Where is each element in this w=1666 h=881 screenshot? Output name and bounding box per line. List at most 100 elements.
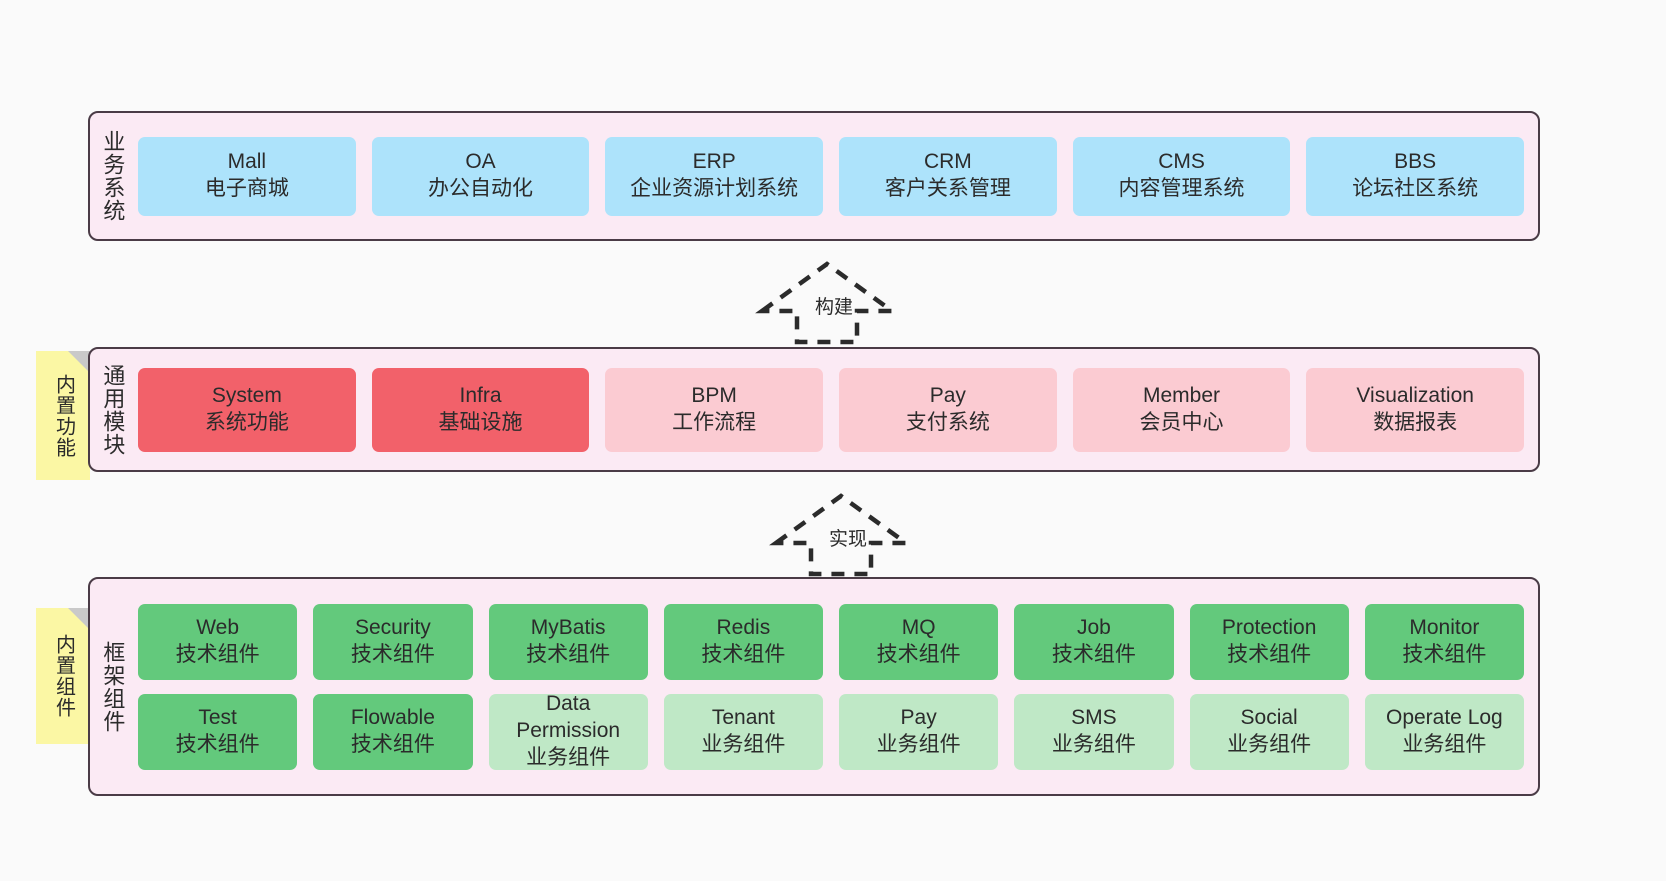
card-tenant[interactable]: Tenant 业务组件 xyxy=(663,693,823,770)
card-operate-log-cn: 业务组件 xyxy=(1402,732,1487,756)
implement-arrow xyxy=(766,488,916,578)
layer-common-modules-body: System 系统功能 Infra 基础设施 BPM 工作流程 Pay 支付系统… xyxy=(134,349,1538,470)
card-tenant-en: Tenant xyxy=(711,705,775,729)
card-social[interactable]: Social 业务组件 xyxy=(1189,693,1349,770)
card-mq-en: MQ xyxy=(901,615,936,639)
card-mall-en: Mall xyxy=(227,150,267,174)
card-mq-cn: 技术组件 xyxy=(876,642,961,666)
card-test-en: Test xyxy=(198,705,237,729)
card-security[interactable]: Security 技术组件 xyxy=(313,603,473,680)
card-pay-module[interactable]: Pay 支付系统 xyxy=(839,367,1057,452)
card-visualization-cn: 数据报表 xyxy=(1373,410,1458,434)
layer-framework-components-body: Web 技术组件 Security 技术组件 MyBatis 技术组件 Redi… xyxy=(134,579,1538,794)
layer-framework-components: 框架组件 Web 技术组件 Security 技术组件 MyBatis 技术组件… xyxy=(88,577,1540,796)
card-mq[interactable]: MQ 技术组件 xyxy=(839,603,999,680)
card-pay-component-en: Pay xyxy=(900,705,937,729)
card-test[interactable]: Test 技术组件 xyxy=(138,693,298,770)
card-data-permission[interactable]: Data Permission 业务组件 xyxy=(488,692,648,770)
card-social-en: Social xyxy=(1240,705,1298,729)
build-arrow xyxy=(752,256,902,346)
card-flowable[interactable]: Flowable 技术组件 xyxy=(313,693,473,770)
layer-business-systems-title: 业务系统 xyxy=(100,130,126,222)
card-infra-en: Infra xyxy=(459,383,502,407)
card-web-cn: 技术组件 xyxy=(175,642,260,666)
card-visualization[interactable]: Visualization 数据报表 xyxy=(1306,367,1525,452)
card-crm[interactable]: CRM 客户关系管理 xyxy=(839,136,1057,216)
card-member-cn: 会员中心 xyxy=(1139,410,1224,434)
framework-row-technical: Web 技术组件 Security 技术组件 MyBatis 技术组件 Redi… xyxy=(138,603,1524,680)
note-fold-icon xyxy=(68,608,90,630)
layer-framework-components-title: 框架组件 xyxy=(100,640,126,733)
card-monitor-cn: 技术组件 xyxy=(1402,642,1487,666)
card-member-en: Member xyxy=(1143,383,1221,407)
card-data-permission-cn: 业务组件 xyxy=(526,745,611,769)
card-web[interactable]: Web 技术组件 xyxy=(138,603,298,680)
card-infra[interactable]: Infra 基础设施 xyxy=(371,367,590,452)
note-builtin-component: 内置组件 xyxy=(36,608,90,744)
card-protection-en: Protection xyxy=(1221,615,1317,639)
card-system-en: System xyxy=(211,383,282,407)
card-member[interactable]: Member 会员中心 xyxy=(1072,367,1291,452)
card-mall[interactable]: Mall 电子商城 xyxy=(138,136,356,216)
layer-common-modules-title: 通用模块 xyxy=(100,363,126,456)
card-pay-module-cn: 支付系统 xyxy=(905,410,990,434)
card-bbs[interactable]: BBS 论坛社区系统 xyxy=(1306,136,1525,216)
card-bbs-cn: 论坛社区系统 xyxy=(1352,177,1479,200)
card-mybatis-en: MyBatis xyxy=(530,615,606,639)
card-oa-en: OA xyxy=(465,150,496,174)
card-oa[interactable]: OA 办公自动化 xyxy=(371,136,590,216)
card-monitor[interactable]: Monitor 技术组件 xyxy=(1364,603,1524,680)
framework-row-business: Test 技术组件 Flowable 技术组件 Data Permission … xyxy=(138,692,1524,770)
layer-business-systems: 业务系统 Mall 电子商城 OA 办公自动化 ERP 企业资源计划系统 CRM… xyxy=(88,111,1540,241)
card-bpm-cn: 工作流程 xyxy=(672,410,757,434)
build-arrow-label: 构建 xyxy=(815,297,854,318)
card-security-en: Security xyxy=(354,615,431,639)
implement-arrow-label: 实现 xyxy=(829,529,868,550)
card-sms-cn: 业务组件 xyxy=(1051,732,1136,756)
card-crm-cn: 客户关系管理 xyxy=(884,177,1011,200)
card-crm-en: CRM xyxy=(923,150,972,174)
card-job-en: Job xyxy=(1076,615,1111,639)
layer-business-systems-body: Mall 电子商城 OA 办公自动化 ERP 企业资源计划系统 CRM 客户关系… xyxy=(134,113,1538,239)
card-erp-en: ERP xyxy=(692,150,736,174)
card-data-permission-en: Data Permission xyxy=(516,692,621,743)
card-test-cn: 技术组件 xyxy=(175,732,260,756)
card-monitor-en: Monitor xyxy=(1409,615,1480,639)
note-builtin-component-label: 内置组件 xyxy=(52,634,75,718)
card-job[interactable]: Job 技术组件 xyxy=(1014,603,1174,680)
card-pay-component-cn: 业务组件 xyxy=(876,732,961,756)
card-operate-log[interactable]: Operate Log 业务组件 xyxy=(1364,693,1524,770)
card-mybatis[interactable]: MyBatis 技术组件 xyxy=(488,603,648,680)
card-mall-cn: 电子商城 xyxy=(204,177,289,200)
card-cms[interactable]: CMS 内容管理系统 xyxy=(1072,136,1291,216)
card-sms-en: SMS xyxy=(1071,705,1117,729)
layer-common-modules: 通用模块 System 系统功能 Infra 基础设施 BPM 工作流程 Pay… xyxy=(88,347,1540,472)
card-protection[interactable]: Protection 技术组件 xyxy=(1189,603,1349,680)
note-fold-icon xyxy=(68,351,90,373)
card-bpm[interactable]: BPM 工作流程 xyxy=(605,367,824,452)
card-oa-cn: 办公自动化 xyxy=(428,177,533,200)
note-builtin-function-label: 内置功能 xyxy=(52,373,75,458)
card-pay-component[interactable]: Pay 业务组件 xyxy=(839,693,999,770)
card-cms-cn: 内容管理系统 xyxy=(1118,177,1245,200)
card-system[interactable]: System 系统功能 xyxy=(138,367,356,452)
card-sms[interactable]: SMS 业务组件 xyxy=(1014,693,1174,770)
note-builtin-function: 内置功能 xyxy=(36,351,90,480)
card-redis[interactable]: Redis 技术组件 xyxy=(663,603,823,680)
card-redis-en: Redis xyxy=(716,615,771,639)
card-security-cn: 技术组件 xyxy=(350,642,435,666)
card-flowable-cn: 技术组件 xyxy=(350,732,435,756)
card-job-cn: 技术组件 xyxy=(1051,642,1136,666)
card-social-cn: 业务组件 xyxy=(1227,732,1312,756)
card-visualization-en: Visualization xyxy=(1356,383,1474,407)
card-erp[interactable]: ERP 企业资源计划系统 xyxy=(605,136,824,216)
card-pay-module-en: Pay xyxy=(929,383,966,407)
card-operate-log-en: Operate Log xyxy=(1385,705,1503,729)
card-flowable-en: Flowable xyxy=(350,705,435,729)
card-mybatis-cn: 技术组件 xyxy=(526,642,611,666)
card-tenant-cn: 业务组件 xyxy=(701,732,786,756)
card-infra-cn: 基础设施 xyxy=(438,410,523,434)
card-cms-en: CMS xyxy=(1158,150,1205,174)
card-bbs-en: BBS xyxy=(1394,150,1437,174)
